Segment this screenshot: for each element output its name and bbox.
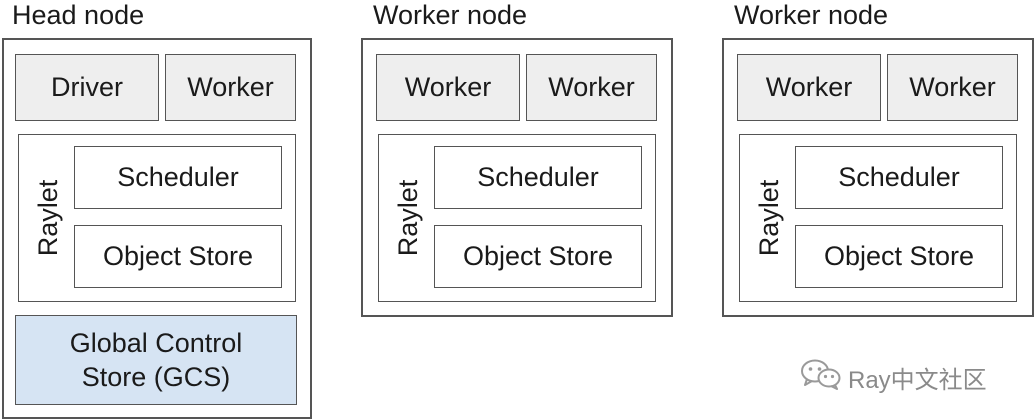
gcs-label-line1: Global Control — [69, 328, 243, 358]
worker-node-2-object-store-box: Object Store — [795, 225, 1003, 288]
head-worker-box: Worker — [165, 54, 296, 121]
driver-box: Driver — [15, 54, 159, 121]
worker-node-1-worker-b: Worker — [526, 54, 657, 121]
watermark-text: Ray中文社区 — [848, 367, 987, 394]
head-object-store-box: Object Store — [74, 225, 282, 288]
worker-node-2-worker-b: Worker — [887, 54, 1018, 121]
worker-node-2-worker-a: Worker — [737, 54, 881, 121]
worker-node-1-raylet-label: Raylet — [393, 179, 423, 257]
watermark: Ray中文社区 — [800, 358, 987, 397]
wechat-icon — [800, 358, 842, 397]
head-raylet-label: Raylet — [33, 179, 63, 257]
worker-node-1-object-store-box: Object Store — [434, 225, 642, 288]
worker-node-1-worker-a: Worker — [376, 54, 520, 121]
gcs-label-line2: Store (GCS) — [81, 362, 231, 392]
gcs-box: Global Control Store (GCS) — [15, 315, 297, 405]
worker-node-2-raylet-label: Raylet — [754, 179, 784, 257]
worker-node-2-scheduler-box: Scheduler — [795, 146, 1003, 209]
worker-node-1-scheduler-box: Scheduler — [434, 146, 642, 209]
worker-node-2-title: Worker node — [734, 0, 889, 30]
worker-node-1-title: Worker node — [373, 0, 528, 30]
head-node-title: Head node — [12, 0, 145, 30]
head-scheduler-box: Scheduler — [74, 146, 282, 209]
